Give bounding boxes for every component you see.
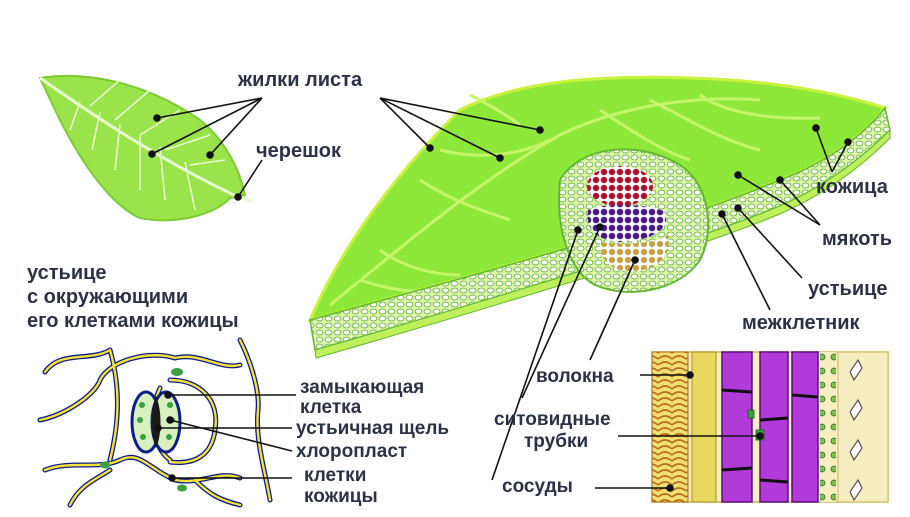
label-epidermal-cells-1: клетки: [304, 465, 367, 486]
label-intercellular: межклетник: [742, 312, 860, 334]
fiber-cells: [599, 235, 669, 272]
label-stoma: устьице: [808, 278, 888, 300]
xylem-cells: [587, 166, 653, 206]
label-stomatal-slit: устьичная щель: [296, 418, 450, 439]
label-chloroplast: хлоропласт: [296, 441, 408, 462]
pointer-lines: [148, 97, 852, 492]
stoma-illustration: [37, 337, 273, 508]
label-vessels: сосуды: [502, 476, 573, 497]
label-guard-cell-2: клетка: [300, 397, 362, 418]
label-guard-cell-1: замыкающая: [300, 377, 425, 398]
phloem-cells: [587, 204, 667, 242]
label-sieve-tubes-2: трубки: [524, 431, 589, 452]
label-leaf-veins: жилки листа: [238, 69, 363, 91]
label-stoma-title-3: его клетками кожицы: [27, 310, 239, 332]
leaf-cross-section: [307, 75, 891, 359]
label-petiole: черешок: [256, 140, 341, 162]
label-fibers: волокна: [536, 366, 614, 387]
label-epidermal-cells-2: кожицы: [304, 486, 378, 507]
birch-leaf-illustration: [38, 74, 253, 222]
label-epidermis: кожица: [816, 176, 888, 198]
label-stoma-title: устьице: [27, 262, 107, 284]
label-stoma-title-2: с окружающими: [27, 286, 189, 308]
label-sieve-tubes-1: ситовидные: [494, 409, 611, 430]
label-mesophyll: мякоть: [822, 228, 893, 250]
